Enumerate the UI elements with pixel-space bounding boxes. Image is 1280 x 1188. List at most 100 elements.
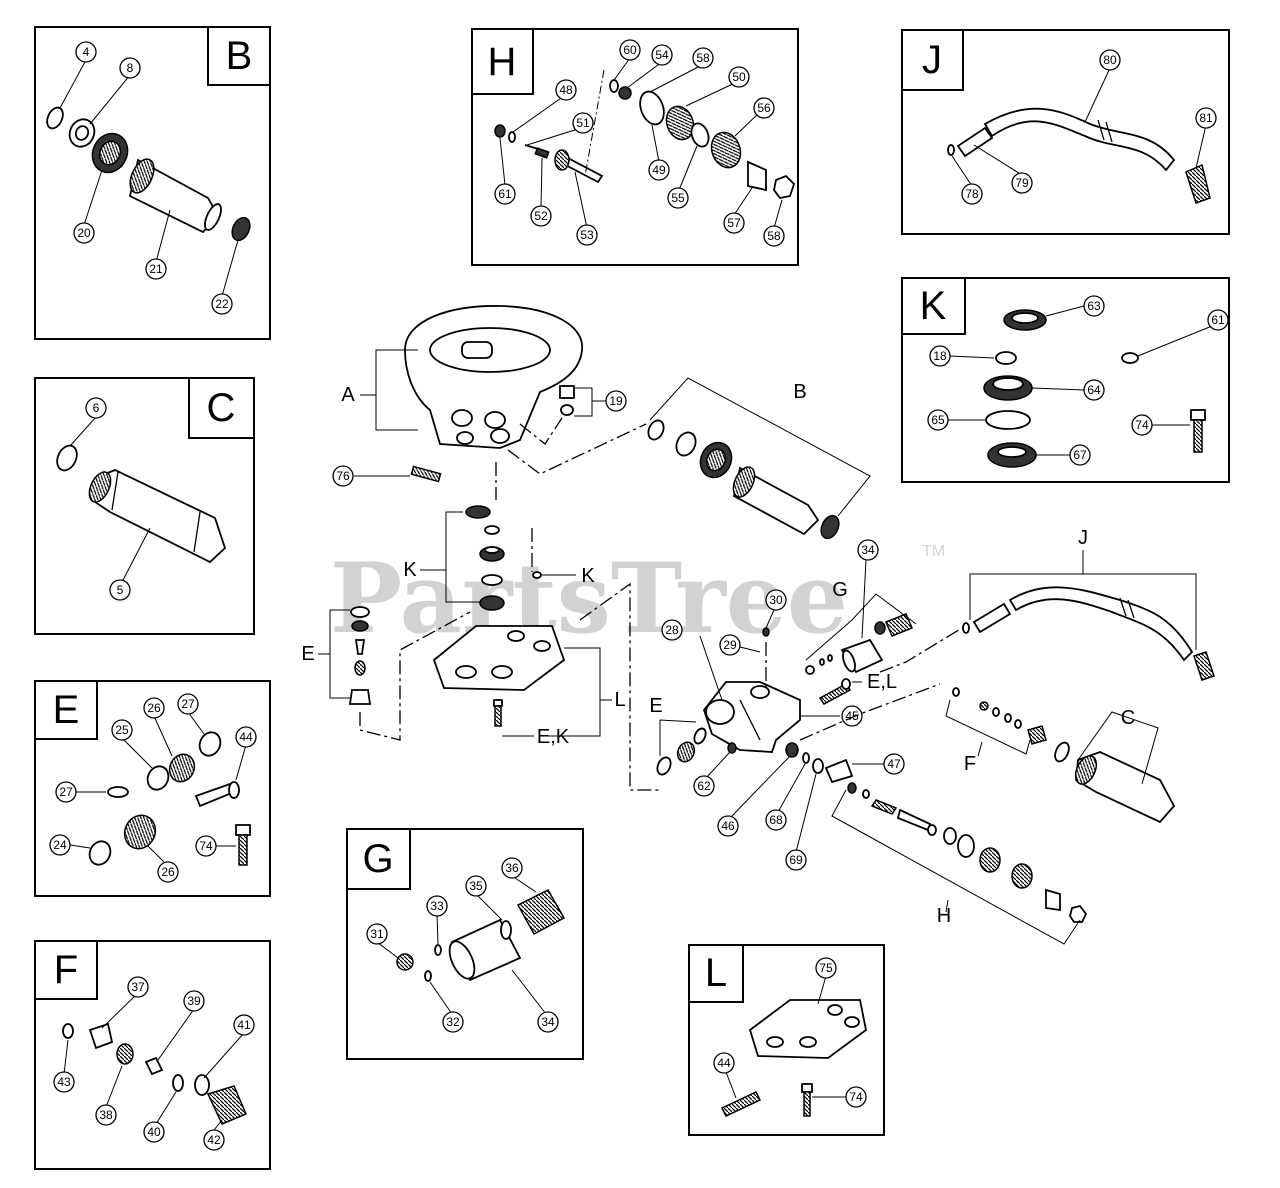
callout-34g: 34 — [537, 1011, 559, 1033]
callout-49: 49 — [648, 159, 670, 181]
callout-41: 41 — [233, 1014, 255, 1036]
inset-e: E 26 27 25 44 27 24 26 74 — [34, 680, 271, 897]
group-label-c: C — [1121, 707, 1135, 729]
group-label-ek: E,K — [537, 726, 570, 748]
callout-47: 47 — [883, 753, 905, 775]
callout-67: 67 — [1069, 444, 1091, 466]
inset-c-letter: C — [207, 386, 236, 430]
callout-26b: 26 — [157, 861, 179, 883]
callout-31: 31 — [366, 923, 388, 945]
callout-48: 48 — [555, 79, 577, 101]
svg-text:75: 75 — [819, 961, 833, 975]
callout-58b: 58 — [763, 225, 785, 247]
svg-text:25: 25 — [115, 723, 129, 737]
callout-54: 54 — [651, 44, 673, 66]
callout-76: 76 — [332, 465, 354, 487]
svg-text:55: 55 — [671, 191, 685, 205]
svg-text:58: 58 — [696, 51, 710, 65]
svg-text:43: 43 — [57, 1075, 71, 1089]
svg-text:53: 53 — [580, 228, 594, 242]
bolt-icon — [720, 1091, 762, 1117]
svg-text:57: 57 — [727, 216, 741, 230]
inset-c: C 6 5 — [34, 377, 255, 635]
inset-l: L 75 44 74 — [688, 944, 885, 1136]
callout-79: 79 — [1011, 172, 1033, 194]
callout-26: 26 — [143, 697, 165, 719]
svg-text:27: 27 — [59, 785, 73, 799]
callout-28: 28 — [661, 619, 683, 641]
svg-text:40: 40 — [147, 1125, 161, 1139]
svg-text:38: 38 — [99, 1108, 113, 1122]
callout-39: 39 — [183, 990, 205, 1012]
watermark-text: PartsTree — [330, 542, 848, 655]
callout-64: 64 — [1083, 379, 1105, 401]
svg-text:51: 51 — [576, 116, 590, 130]
inset-l-letter: L — [705, 951, 727, 995]
svg-text:39: 39 — [187, 994, 201, 1008]
head-icon — [702, 681, 801, 753]
svg-text:68: 68 — [769, 813, 783, 827]
svg-text:80: 80 — [1103, 53, 1117, 67]
callout-40: 40 — [143, 1121, 165, 1143]
svg-text:47: 47 — [887, 757, 901, 771]
svg-text:46: 46 — [721, 819, 735, 833]
spring-icon — [396, 953, 414, 971]
group-label-k1: K — [403, 559, 417, 581]
svg-text:44: 44 — [239, 730, 253, 744]
callout-38: 38 — [95, 1104, 117, 1126]
plug-icon — [747, 160, 767, 192]
svg-text:28: 28 — [665, 623, 679, 637]
callout-44l: 44 — [713, 1052, 735, 1074]
callout-60: 60 — [619, 39, 641, 61]
callout-8: 8 — [119, 57, 141, 79]
callout-75: 75 — [815, 957, 837, 979]
fitting-icon — [956, 126, 994, 158]
callout-25: 25 — [111, 719, 133, 741]
group-label-k2: K — [581, 565, 595, 587]
group-label-g: G — [832, 579, 848, 601]
svg-text:26: 26 — [161, 865, 175, 879]
svg-text:34: 34 — [541, 1015, 555, 1029]
callout-36: 36 — [501, 857, 523, 879]
callout-5: 5 — [109, 579, 131, 601]
callout-51: 51 — [572, 112, 594, 134]
seat-icon — [88, 1022, 114, 1050]
group-label-f: F — [964, 753, 976, 775]
callout-56: 56 — [753, 97, 775, 119]
svg-text:32: 32 — [446, 1015, 460, 1029]
cartridge-icon — [665, 105, 695, 141]
inset-f: F 37 39 41 43 38 40 42 — [34, 940, 271, 1170]
inset-g-letter: G — [362, 837, 393, 881]
callout-68: 68 — [765, 809, 787, 831]
svg-text:54: 54 — [655, 48, 669, 62]
callout-18: 18 — [929, 345, 951, 367]
svg-text:8: 8 — [127, 61, 134, 75]
inset-e-letter: E — [53, 688, 80, 732]
svg-text:65: 65 — [931, 413, 945, 427]
svg-text:44: 44 — [717, 1056, 731, 1070]
hose-icon — [983, 107, 1176, 172]
svg-text:76: 76 — [336, 469, 350, 483]
svg-text:4: 4 — [83, 45, 90, 59]
svg-text:79: 79 — [1015, 176, 1029, 190]
inset-k: K 63 61 18 64 65 74 67 — [901, 277, 1230, 483]
svg-text:31: 31 — [370, 927, 384, 941]
callout-44: 44 — [235, 726, 257, 748]
inset-b: B 4 8 20 21 22 — [34, 26, 271, 340]
callout-74k: 74 — [1131, 414, 1153, 436]
svg-text:30: 30 — [769, 593, 783, 607]
group-label-e2: E — [649, 695, 662, 717]
inset-j: J 80 81 78 79 — [901, 29, 1230, 235]
svg-text:20: 20 — [77, 226, 91, 240]
group-label-l: L — [614, 689, 625, 711]
svg-text:78: 78 — [965, 187, 979, 201]
svg-text:67: 67 — [1073, 448, 1087, 462]
callout-24: 24 — [49, 834, 71, 856]
callout-21: 21 — [145, 258, 167, 280]
svg-text:35: 35 — [469, 879, 483, 893]
callout-74e: 74 — [195, 835, 217, 857]
callout-19: 19 — [605, 390, 627, 412]
callout-4: 4 — [75, 41, 97, 63]
callout-57: 57 — [723, 212, 745, 234]
svg-text:42: 42 — [207, 1133, 221, 1147]
